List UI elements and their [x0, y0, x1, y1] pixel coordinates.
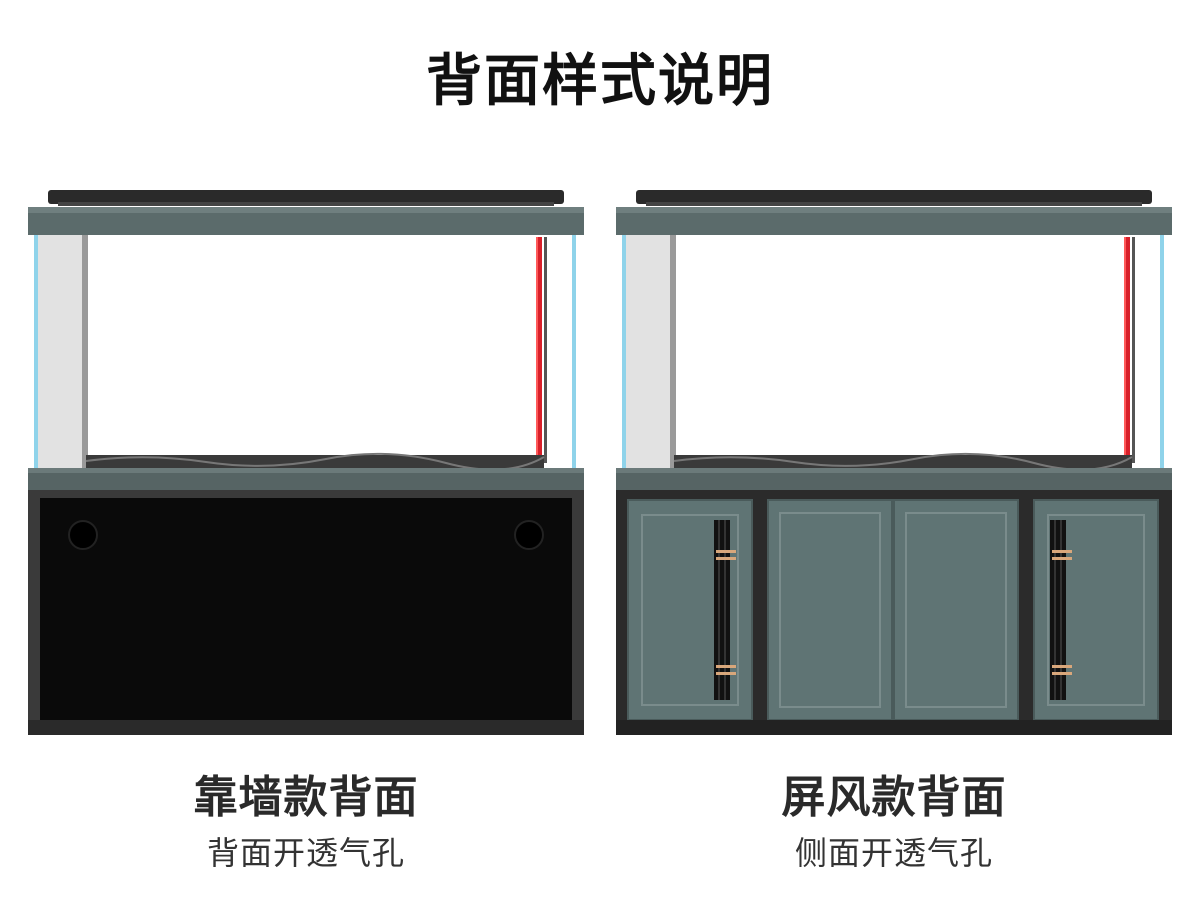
- filter-column: [626, 235, 674, 468]
- copper-handle: [1052, 550, 1072, 553]
- tank-lid: [636, 190, 1152, 204]
- vent-hole-icon: [514, 520, 544, 550]
- vent-hole-icon: [68, 520, 98, 550]
- glass-body: [624, 235, 1164, 468]
- caption-screen-back: 屏风款背面 侧面开透气孔: [614, 768, 1174, 876]
- tank-screen-back-illustration: [614, 185, 1174, 740]
- variant-description: 背面开透气孔: [206, 834, 405, 872]
- copper-handle: [716, 672, 736, 675]
- door-panel: [893, 499, 1019, 721]
- copper-handle: [1052, 665, 1072, 668]
- variant-description: 侧面开透气孔: [794, 834, 993, 872]
- copper-handle: [716, 550, 736, 553]
- variant-title: 屏风款背面: [781, 772, 1007, 823]
- bottom-frame: [616, 468, 1172, 490]
- door-panel: [767, 499, 893, 721]
- door-panel: [1033, 499, 1159, 721]
- red-pipe: [1124, 237, 1130, 457]
- red-pipe: [536, 237, 542, 457]
- caption-wall-back: 靠墙款背面 背面开透气孔: [26, 768, 586, 876]
- glass-body: [36, 235, 576, 468]
- filter-column: [38, 235, 86, 468]
- door-panel: [627, 499, 753, 721]
- variant-title: 靠墙款背面: [193, 772, 419, 823]
- cabinet-back-panel: [40, 498, 572, 720]
- tank-wall-back-illustration: [26, 185, 586, 740]
- copper-handle: [716, 557, 736, 560]
- copper-handle: [716, 665, 736, 668]
- copper-handle: [1052, 557, 1072, 560]
- page-title: 背面样式说明: [426, 49, 774, 114]
- bottom-frame: [28, 468, 584, 490]
- copper-handle: [1052, 672, 1072, 675]
- tank-lid: [48, 190, 564, 204]
